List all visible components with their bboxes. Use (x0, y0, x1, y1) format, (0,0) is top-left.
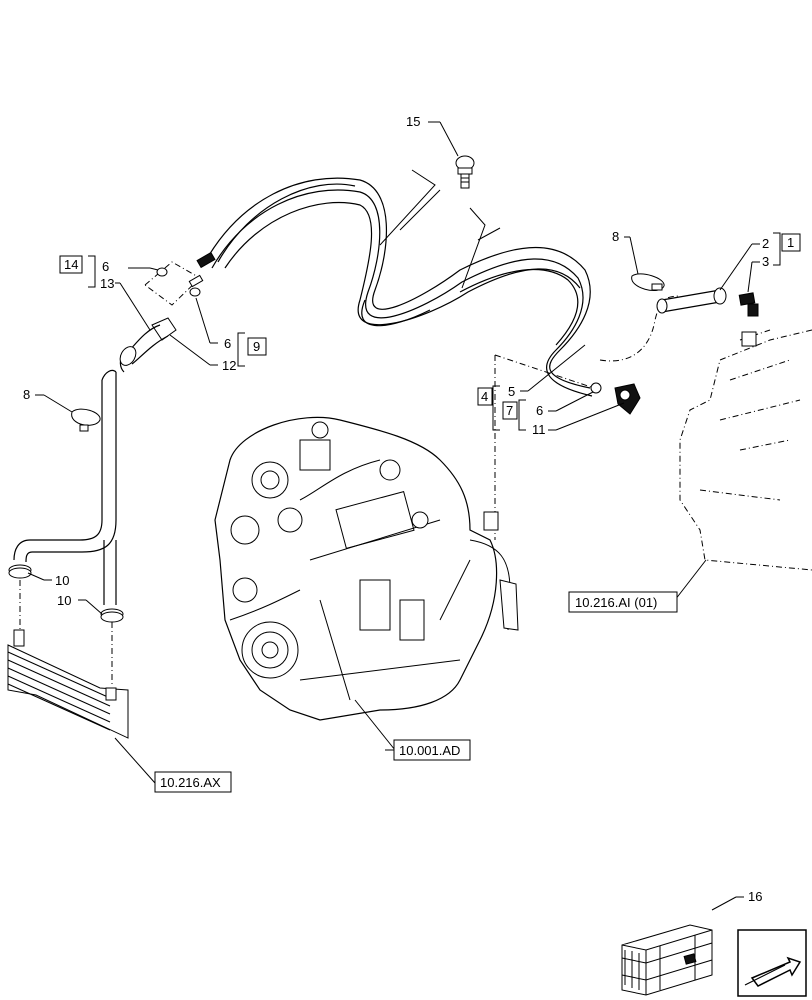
callouts: 15 14 6 13 6 9 12 8 8 2 1 3 4 5 7 6 11 1… (23, 114, 801, 904)
hose-clamp-8-right (631, 273, 665, 291)
hose-bracket (379, 169, 501, 289)
callout-box-9 (247, 337, 267, 356)
cooler-hose (13, 346, 137, 605)
oil-cooler (7, 580, 156, 784)
hose-clamp-15 (455, 155, 475, 189)
transmission-housing (674, 329, 812, 601)
engine (214, 416, 519, 751)
callout-16: 16 (748, 889, 762, 904)
reference-ai[interactable]: 10.216.AI (01) (575, 595, 657, 610)
callout-7: 7 (506, 403, 513, 418)
right-fitting-group (494, 354, 641, 540)
callout-13: 13 (100, 276, 114, 291)
callout-6b: 6 (224, 336, 231, 351)
upper-hose-assembly (204, 177, 593, 397)
parts-crate-icon (621, 924, 713, 996)
callout-11: 11 (532, 422, 546, 437)
callout-12: 12 (222, 358, 236, 373)
callout-14: 14 (64, 257, 78, 272)
callout-box-14 (59, 255, 83, 274)
callout-2: 2 (762, 236, 769, 251)
reference-box-ax[interactable] (154, 771, 232, 793)
callout-box-1 (781, 233, 801, 252)
callout-10b: 10 (57, 593, 71, 608)
reference-ad[interactable]: 10.001.AD (399, 743, 460, 758)
callout-3: 3 (762, 254, 769, 269)
reference-boxes: 10.216.AI (01) 10.001.AD 10.216.AX (154, 591, 678, 793)
callout-9: 9 (253, 339, 260, 354)
right-hose (599, 287, 759, 362)
reference-ax[interactable]: 10.216.AX (160, 775, 221, 790)
callout-5: 5 (508, 384, 515, 399)
callout-8b: 8 (612, 229, 619, 244)
callout-6a: 6 (102, 259, 109, 274)
callout-4: 4 (481, 389, 488, 404)
callout-box-7 (502, 401, 518, 420)
hose-clamp-10 (8, 564, 124, 623)
navigation-arrow-icon[interactable] (737, 929, 807, 997)
reference-box-ai[interactable] (568, 591, 678, 613)
callout-8a: 8 (23, 387, 30, 402)
callout-6c: 6 (536, 403, 543, 418)
left-fitting-group (127, 251, 216, 365)
callout-10a: 10 (55, 573, 69, 588)
leader-lines (27, 121, 781, 911)
callout-box-4 (477, 387, 493, 406)
hose-clamp-8-left (71, 408, 101, 432)
callout-15: 15 (406, 114, 420, 129)
callout-1: 1 (787, 235, 794, 250)
